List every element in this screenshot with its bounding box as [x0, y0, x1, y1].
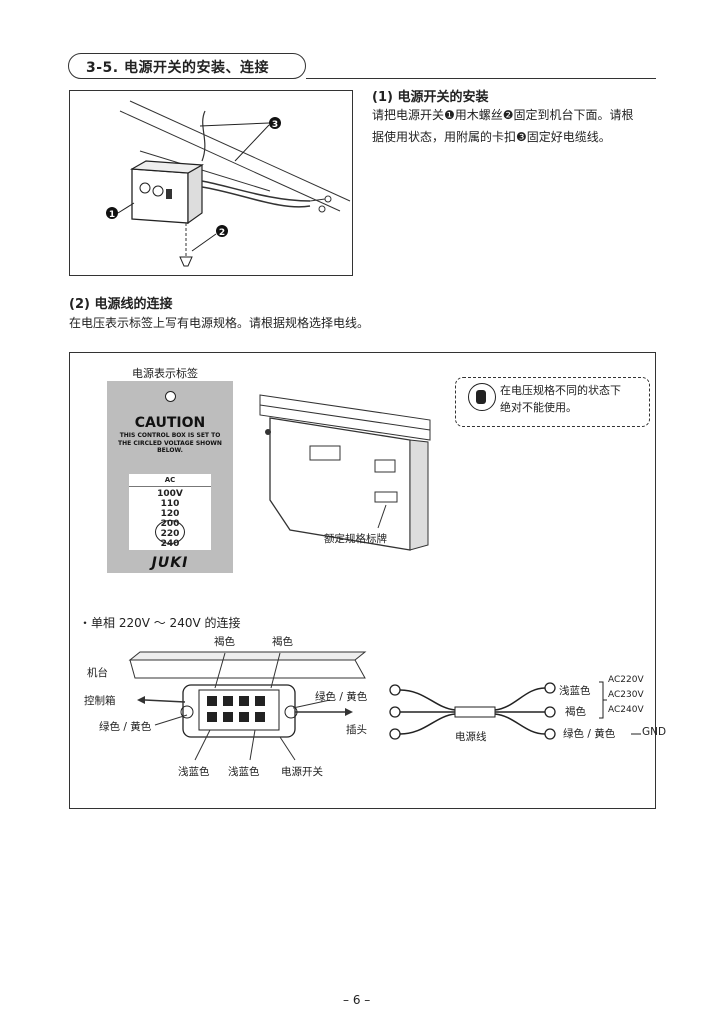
callout-2-text: 2 [219, 228, 225, 238]
light-blue-label-1: 浅蓝色 [178, 766, 210, 778]
section-tab [68, 53, 306, 79]
warning-box [455, 377, 650, 427]
callout-3 [269, 117, 281, 129]
caution-text: CAUTION [134, 415, 206, 431]
callout-3-text: 3 [272, 120, 278, 130]
label-card-title: 电源表示标签 [132, 367, 198, 380]
warning-line-1: 在电压规格不同的状态下 [500, 384, 621, 397]
juki-logo: JUKI [151, 555, 189, 571]
green-yellow-right-label: 绿色 / 黄色 [315, 691, 368, 703]
green-yellow-left-label: 绿色 / 黄色 [99, 721, 152, 733]
install-line-1: 请把电源开关❶用木螺丝❷固定到机台下面。请根 [372, 108, 634, 122]
power-cord-label: 电源线 [455, 731, 487, 743]
light-blue-label-2: 浅蓝色 [228, 766, 260, 778]
voltage-item: 120 [160, 509, 180, 519]
voltage-circle [155, 520, 185, 544]
voltage-panel: AC 100V 110 120 200 220 240 [129, 474, 211, 550]
install-line-2: 据使用状态，用附属的卡扣❸固定好电缆线。 [372, 130, 611, 144]
plug-label: 插头 [346, 724, 367, 736]
install-text: 请把电源开关❶用木螺丝❷固定到机台下面。请根 据使用状态，用附属的卡扣❸固定好电… [372, 104, 662, 148]
gnd-label: GND [642, 726, 667, 738]
voltage-label-card: CAUTION THIS CONTROL BOX IS SET TO THE C… [107, 381, 233, 573]
control-box-label: 控制箱 [84, 695, 116, 707]
connect-text: 在电压表示标签上写有电源规格。请根据规格选择电线。 [69, 316, 370, 330]
warning-line-2: 绝对不能使用。 [500, 401, 577, 414]
wiring-diagram [128, 651, 641, 761]
install-figure: 1 2 3 [69, 90, 353, 276]
cord-green-yellow-label: 绿色 / 黄色 [563, 728, 616, 740]
cord-light-blue-label: 浅蓝色 [559, 685, 591, 697]
callout-1 [106, 207, 118, 219]
cord-brown-label: 褐色 [565, 706, 586, 718]
voltage-item: 110 [160, 499, 180, 509]
connect-heading: (2) 电源线的连接 [69, 297, 173, 312]
control-box-drawing [259, 394, 431, 551]
callout-1-text: 1 [109, 210, 115, 220]
hanger-hole [165, 391, 176, 402]
ac240-label: AC240V [608, 705, 644, 715]
callout-2 [216, 225, 228, 237]
ac230-label: AC230V [608, 690, 644, 700]
wiring-heading: ・单相 220V ～ 240V 的连接 [79, 616, 241, 630]
caution-hand-icon [468, 383, 496, 411]
page-number: – 6 – [343, 993, 371, 1007]
section-title: 3-5. 电源开关的安装、连接 [86, 60, 269, 76]
rating-plate-label: 额定规格标牌 [324, 533, 387, 545]
caution-line-2: THE CIRCLED VOLTAGE SHOWN BELOW. [118, 440, 222, 454]
ac-label: AC [129, 474, 211, 487]
caution-line-1: THIS CONTROL BOX IS SET TO [119, 432, 221, 439]
table-label: 机台 [87, 667, 108, 679]
power-switch-label: 电源开关 [281, 766, 323, 778]
install-heading: (1) 电源开关的安装 [372, 90, 489, 105]
voltage-item: 240 [160, 539, 180, 549]
brown-left-label: 褐色 [214, 636, 235, 648]
switch-install-drawing: 1 2 3 [106, 100, 351, 267]
voltage-item: 100V [157, 489, 183, 499]
brown-right-label: 褐色 [272, 636, 293, 648]
header-rule [306, 78, 656, 79]
ac220-label: AC220V [608, 675, 644, 685]
